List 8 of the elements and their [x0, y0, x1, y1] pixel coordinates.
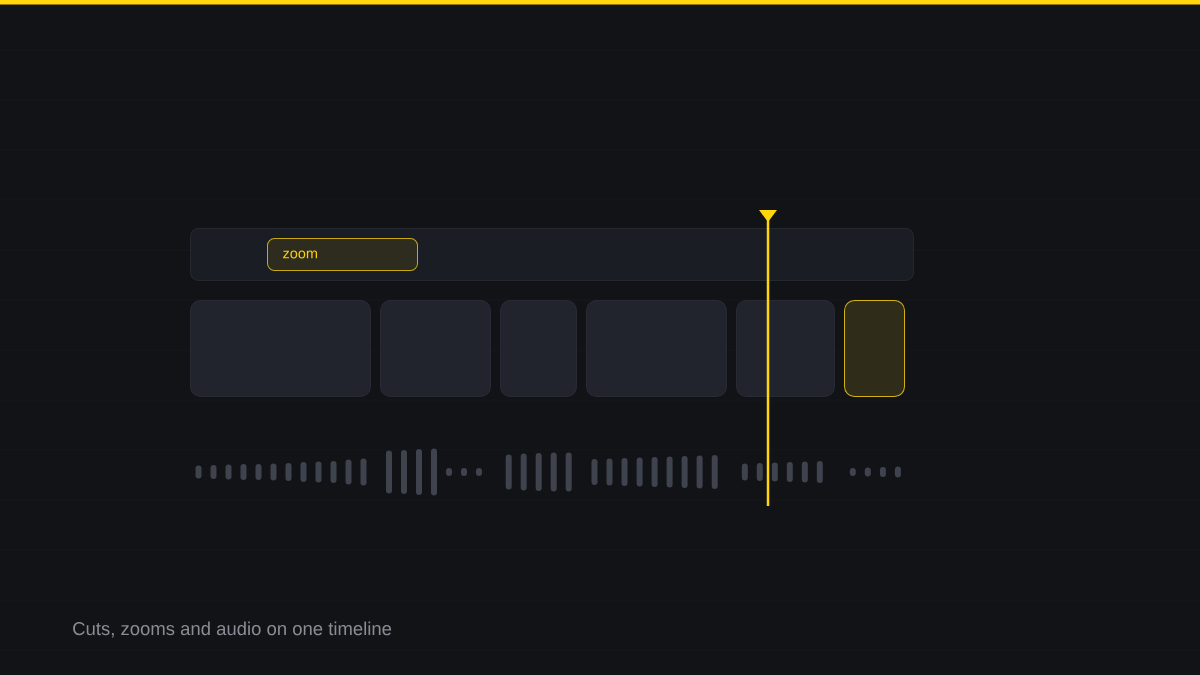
zoom-segment: zoom: [267, 238, 418, 271]
clip-block: [380, 300, 491, 397]
clip-block: [844, 300, 905, 397]
clip-block: [736, 300, 835, 397]
clip-block: [190, 300, 371, 397]
caption: Cuts, zooms and audio on one timeline: [73, 621, 392, 638]
clip-block: [586, 300, 727, 397]
clip-block: [500, 300, 577, 397]
